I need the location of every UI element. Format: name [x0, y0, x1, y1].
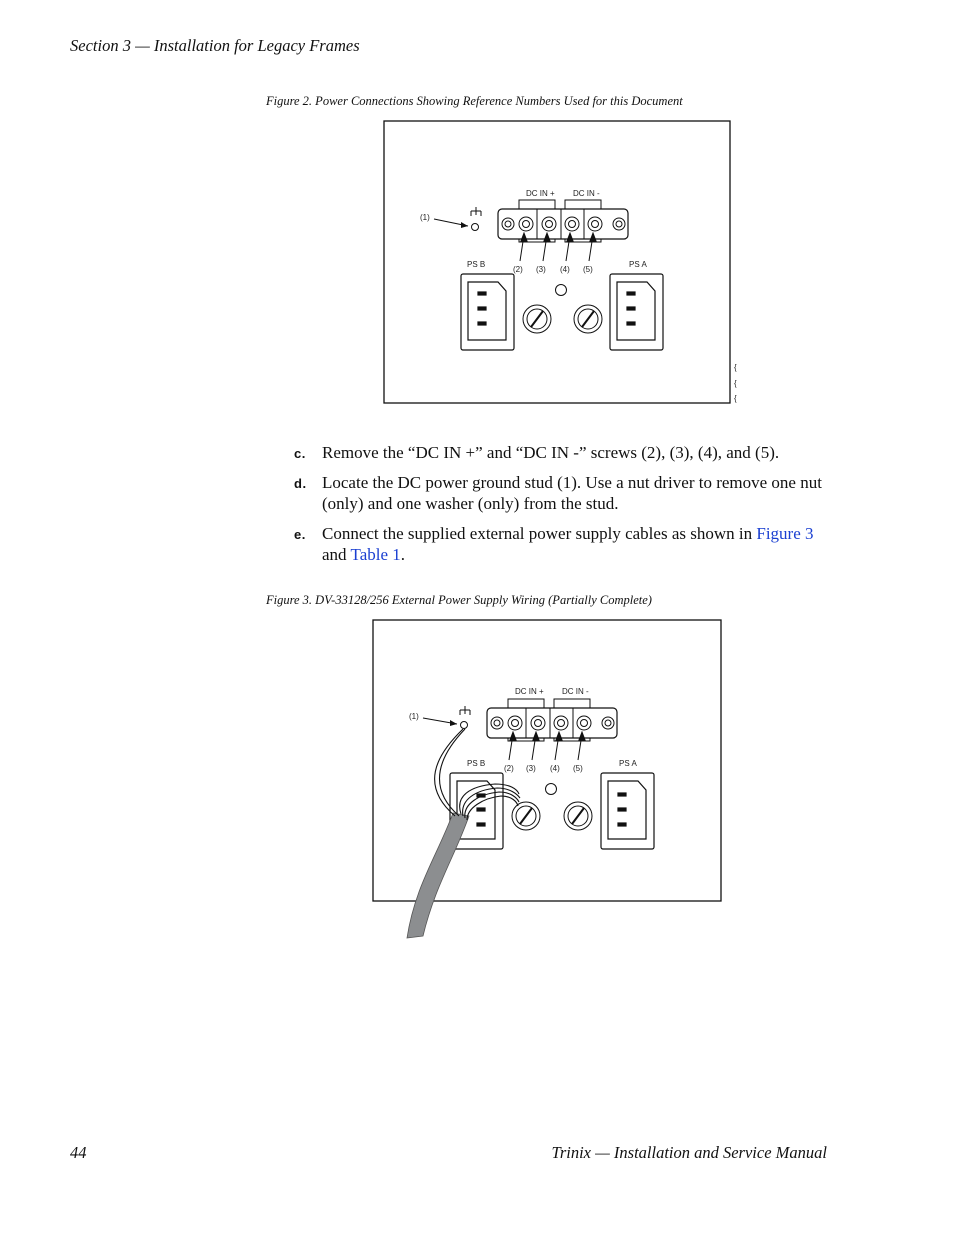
ps-a-receptacle: [600, 772, 655, 850]
figure-2-frame: [383, 120, 731, 404]
clipped-mark: {: [734, 379, 737, 388]
figure-2-power-connections-diagram: { { { (1) DC IN + DC IN -: [383, 120, 737, 404]
ps-b-label: PS B: [467, 759, 485, 768]
figure-2-caption: Figure 2. Power Connections Showing Refe…: [266, 94, 683, 108]
page-number: 44: [70, 1143, 87, 1162]
ref-1-label: (1): [409, 712, 419, 721]
figure-3-caption: Figure 3. DV-33128/256 External Power Su…: [266, 593, 652, 607]
ps-a-label: PS A: [619, 759, 637, 768]
dc-in-minus-label: DC IN -: [573, 189, 600, 198]
ground-stud: [460, 721, 468, 729]
clipped-mark: {: [734, 394, 737, 403]
power-cable-bundle: [406, 812, 470, 939]
ref-3-label: (3): [536, 265, 546, 274]
step-e-text-end: .: [400, 545, 406, 564]
figure-3-link[interactable]: Figure 3: [756, 524, 814, 543]
table-1-link[interactable]: Table 1: [350, 545, 401, 564]
ref-1-label: (1): [420, 213, 430, 222]
dc-in-minus-label: DC IN -: [562, 687, 589, 696]
dc-in-plus-label: DC IN +: [526, 189, 555, 198]
terminal-screws: [501, 209, 626, 239]
terminal-screws: [490, 708, 615, 738]
screw-arrows: [519, 231, 597, 262]
ref-4-label: (4): [550, 764, 560, 773]
step-d-letter: d.: [294, 476, 307, 491]
dc-in-plus-label: DC IN +: [515, 687, 544, 696]
ps-b-label: PS B: [467, 260, 485, 269]
ref-4-label: (4): [560, 265, 570, 274]
fuse-holder-2: [573, 304, 603, 334]
screw-arrows: [508, 730, 586, 761]
step-c-text: Remove the “DC IN +” and “DC IN -” screw…: [322, 443, 780, 462]
section-header: Section 3 — Installation for Legacy Fram…: [70, 36, 360, 55]
terminal-block: [486, 707, 618, 739]
ground-symbol-icon: [459, 706, 471, 715]
ground-stud: [471, 223, 479, 231]
ps-b-receptacle: [460, 273, 515, 351]
power-cable-wires: [434, 728, 521, 821]
fuse-holder-2: [563, 801, 593, 831]
step-e-text-start: Connect the supplied external power supp…: [322, 524, 757, 543]
step-e-text: Connect the supplied external power supp…: [322, 523, 824, 565]
step-d: d. Locate the DC power ground stud (1). …: [294, 472, 824, 514]
figure-3-wiring-diagram: (1) DC IN + DC IN - (2) (3) (4) (5) PS B: [372, 619, 722, 939]
terminal-block: [497, 208, 629, 240]
ref-2-label: (2): [504, 764, 514, 773]
panel-hole: [555, 284, 567, 296]
step-e: e. Connect the supplied external power s…: [294, 523, 824, 565]
step-d-text: Locate the DC power ground stud (1). Use…: [322, 473, 822, 513]
clipped-mark: {: [734, 363, 737, 372]
ref-3-label: (3): [526, 764, 536, 773]
manual-title: Trinix — Installation and Service Manual: [551, 1143, 827, 1162]
ps-a-receptacle: [609, 273, 664, 351]
power-panel: (1) DC IN + DC IN - (2) (3) (4) (5): [420, 189, 664, 351]
ps-a-label: PS A: [629, 260, 647, 269]
fuse-holder-1: [522, 304, 552, 334]
panel-hole: [545, 783, 557, 795]
fuse-holder-1: [511, 801, 541, 831]
ref-5-label: (5): [583, 265, 593, 274]
step-c-letter: c.: [294, 446, 306, 461]
ref-5-label: (5): [573, 764, 583, 773]
step-e-text-middle: and: [322, 545, 351, 564]
power-panel-wired: (1) DC IN + DC IN - (2) (3) (4) (5) PS B: [406, 687, 655, 939]
ground-symbol-icon: [470, 207, 482, 216]
step-e-letter: e.: [294, 527, 306, 542]
figure-3-frame: [372, 619, 722, 902]
step-c: c. Remove the “DC IN +” and “DC IN -” sc…: [294, 442, 824, 463]
ref-2-label: (2): [513, 265, 523, 274]
